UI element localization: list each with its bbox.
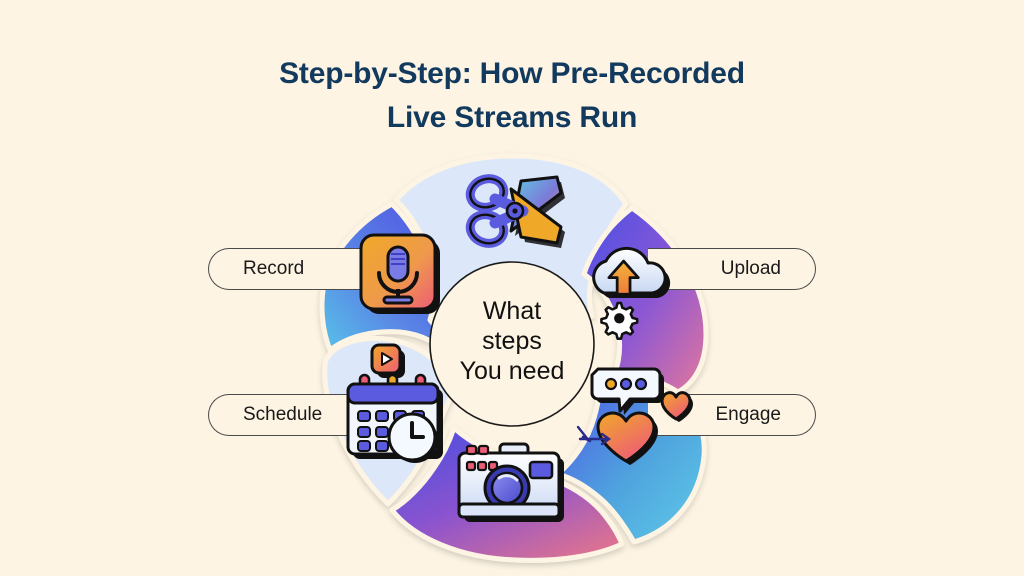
center-hub-circle [429, 261, 595, 427]
hearts-chat-icon [576, 365, 693, 465]
title-line-1: Step-by-Step: How Pre-Recorded [279, 57, 745, 90]
label-pill-record-text: Record [243, 258, 305, 279]
scissors-icon [462, 168, 572, 260]
microphone-icon [357, 231, 449, 323]
cloud-upload-gear-icon [576, 235, 672, 343]
page-title: Step-by-Step: How Pre-Recorded Live Stre… [0, 52, 1024, 140]
title-line-2: Live Streams Run [386, 101, 638, 134]
label-pill-schedule-text: Schedule [243, 404, 323, 425]
calendar-clock-icon [340, 343, 456, 463]
label-pill-record[interactable]: Record [208, 248, 376, 290]
label-pill-engage-text: Engage [715, 404, 781, 425]
label-pill-upload[interactable]: Upload [648, 248, 816, 290]
camera-icon [456, 440, 568, 528]
label-pill-upload-text: Upload [720, 258, 781, 279]
